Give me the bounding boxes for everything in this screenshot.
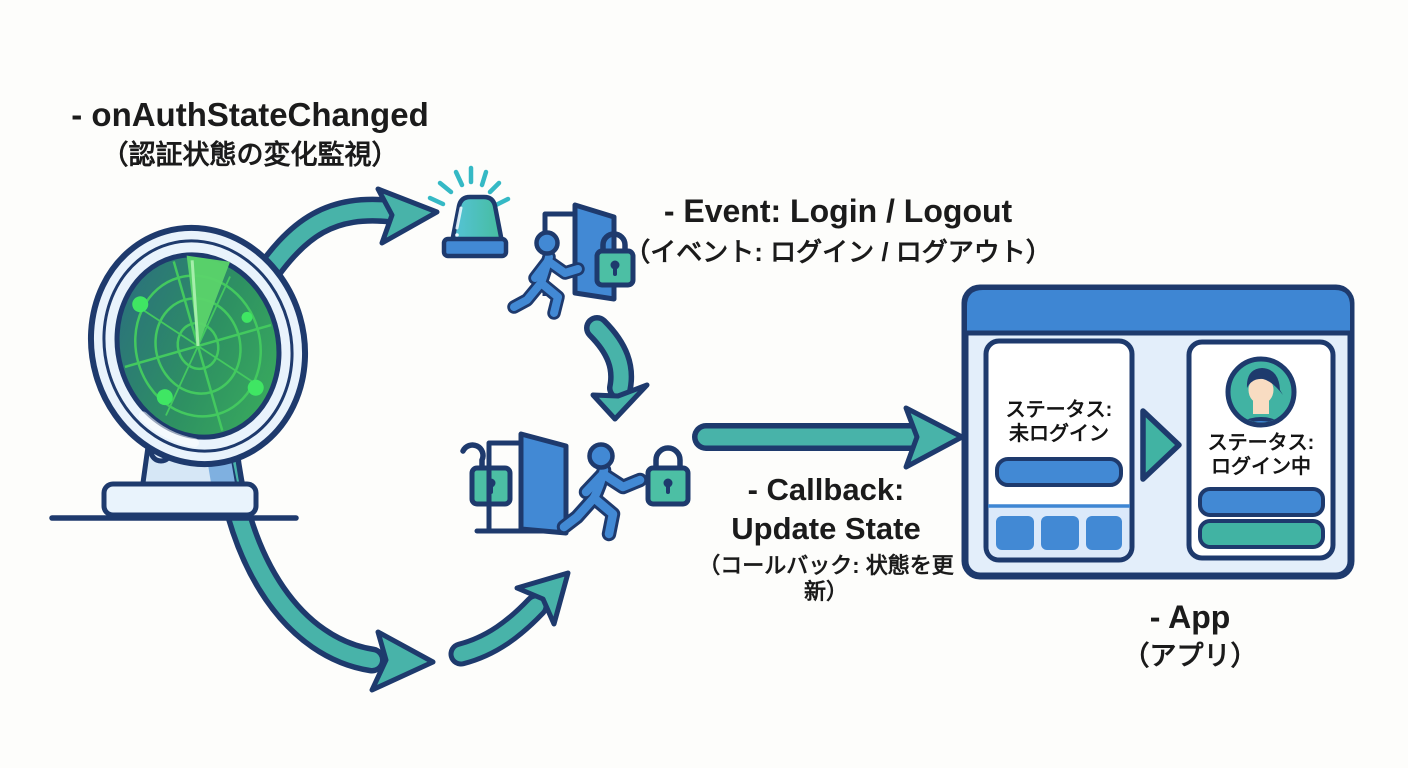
siren-rays bbox=[427, 165, 511, 208]
radar-blips bbox=[132, 296, 264, 406]
on-auth-title: - onAuthStateChanged bbox=[71, 96, 429, 133]
callback-door-icon bbox=[460, 431, 691, 542]
on-auth-subtitle-jp: （認証状態の変化監視） bbox=[101, 139, 399, 170]
locked-padlock-icon bbox=[645, 445, 691, 507]
callback-subtitle-jp: （コールバック: 状態を更新） bbox=[698, 553, 954, 605]
arrow-radar-loop bbox=[212, 434, 436, 693]
status-pill-logged-out bbox=[995, 457, 1123, 487]
label-on-auth-state-changed: - onAuthStateChanged （認証状態の変化監視） bbox=[30, 96, 470, 172]
label-app: - App （アプリ） bbox=[1055, 599, 1325, 673]
status-logged-out-text: ステータス: 未ログイン bbox=[986, 398, 1132, 446]
window-title-bar bbox=[967, 290, 1350, 331]
event-subtitle-jp: （イベント: ログイン / ログアウト） bbox=[624, 236, 1052, 267]
status-logged-out-line1: ステータス: bbox=[1005, 399, 1113, 421]
arrow-radar-to-event bbox=[242, 186, 440, 304]
login-door-icon bbox=[507, 202, 636, 320]
label-event: - Event: Login / Logout （イベント: ログイン / ログ… bbox=[612, 193, 1064, 267]
callback-title: - Callback: bbox=[747, 472, 905, 507]
transition-triangle-icon bbox=[1140, 408, 1182, 482]
app-subtitle-jp: （アプリ） bbox=[1122, 640, 1258, 671]
event-title: - Event: Login / Logout bbox=[663, 193, 1013, 229]
walking-user-icon bbox=[556, 442, 648, 542]
arrow-event-to-callback bbox=[584, 315, 650, 422]
siren-icon bbox=[427, 165, 511, 259]
status-logged-in-text: ステータス: ログイン中 bbox=[1189, 431, 1333, 479]
locked-padlock-icon bbox=[594, 231, 636, 288]
status-logged-out-line2: 未ログイン bbox=[1009, 423, 1109, 445]
callback-title-2: Update State bbox=[731, 510, 921, 546]
radar-icon bbox=[49, 224, 309, 521]
logged-in-pill-teal bbox=[1198, 519, 1325, 549]
logged-out-card bbox=[983, 338, 1135, 563]
radar-dish bbox=[87, 224, 309, 468]
walking-user-icon bbox=[507, 230, 585, 320]
arrow-loop-to-callback bbox=[448, 570, 571, 667]
arrow-callback-to-app bbox=[692, 405, 965, 470]
app-title: - App bbox=[1149, 599, 1231, 635]
status-logged-in-line1: ステータス: bbox=[1207, 432, 1315, 454]
logged-in-card bbox=[1186, 339, 1336, 561]
logged-in-pill-blue bbox=[1198, 487, 1325, 517]
app-window bbox=[961, 284, 1355, 580]
nav-squares bbox=[996, 516, 1122, 550]
status-logged-in-line2: ログイン中 bbox=[1211, 456, 1311, 478]
door-leaf bbox=[518, 431, 569, 536]
avatar bbox=[1225, 356, 1297, 428]
label-callback: - Callback: Update State （コールバック: 状態を更新） bbox=[684, 472, 968, 605]
